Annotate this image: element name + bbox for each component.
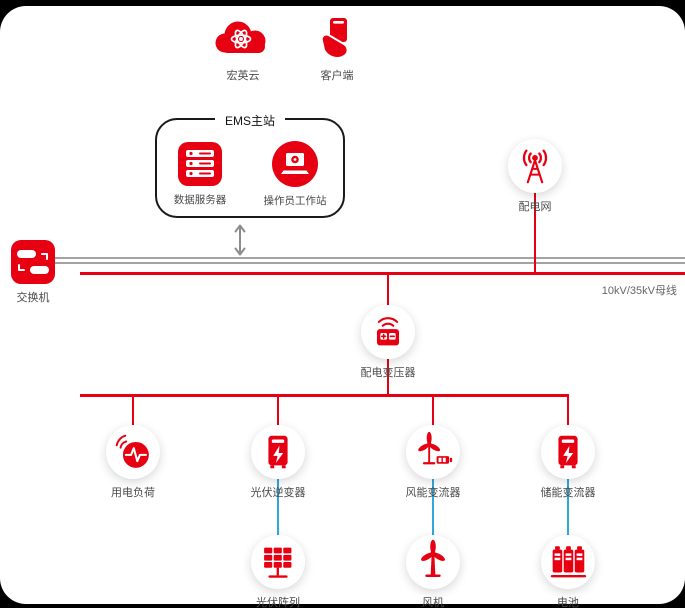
antenna-icon [522,149,548,184]
node-client: 客户端 [289,14,385,82]
hand-phone-icon [320,18,349,59]
node-wind-turbine: 风机 [385,535,481,608]
comm-bus-line-bottom [55,262,685,264]
battery-dc-line [567,478,569,536]
node-load: 用电负荷 [85,425,181,499]
node-wind-converter: 风能变流器 [385,425,481,499]
inverter-icon [268,435,288,469]
pulse-load-icon [115,434,149,468]
wind-converter-icon [418,431,453,466]
transformer-icon-circle [361,305,415,359]
wind-converter-branch-line [432,395,434,426]
lv-bus-line [80,394,569,397]
solar-panel-icon [264,547,292,578]
server-icon [178,142,222,186]
pv-dc-line [277,478,279,536]
storage-inverter-icon [558,435,578,469]
cloud-atom-icon [215,21,266,53]
node-pv-array: 光伏阵列 [230,535,326,608]
ems-box-title: EMS主站 [214,112,286,129]
battery-icon-circle [541,535,595,589]
diagram-background: 10kV/35kV母线 EMS主站 [0,6,685,608]
power-bus-line [80,272,685,275]
node-label: 风能变流器 [405,487,461,499]
sync-arrow-icon [233,223,247,262]
bus-label: 10kV/35kV母线 [601,285,677,297]
storage-converter-icon-circle [541,425,595,479]
node-switch: 交换机 [0,240,81,304]
pv-inverter-branch-line [277,395,279,426]
storage-converter-branch-line [567,395,569,426]
node-storage-converter: 储能变流器 [520,425,616,499]
node-label: 交换机 [16,292,50,304]
ems-station-box: EMS主站 [155,112,345,218]
node-battery: 电池 [520,535,616,608]
node-pv-inverter: 光伏逆变器 [230,425,326,499]
wind-turbine-icon-circle [406,535,460,589]
node-label: 光伏阵列 [256,597,300,608]
node-grid: 配电网 [487,139,583,213]
battery-icon [550,546,587,578]
node-cloud: 宏英云 [195,14,291,82]
node-label: 客户端 [320,70,354,82]
node-label: 风机 [422,597,444,608]
node-label: 光伏逆变器 [250,487,306,499]
workstation-icon [272,141,318,187]
comm-bus-line-top [55,257,685,259]
transformer-icon [376,317,400,346]
wind-converter-icon-circle [406,425,460,479]
node-data-server: 数据服务器 [152,142,248,206]
transformer-out-line [387,356,389,396]
grid-icon-circle [508,139,562,193]
load-branch-line [132,395,134,426]
node-transformer: 配电变压器 [340,305,436,379]
node-label: 储能变流器 [540,487,596,499]
node-label: 数据服务器 [173,194,227,206]
transformer-feed-line [387,274,389,308]
wind-dc-line [432,478,434,536]
node-label: 电池 [557,597,579,608]
node-label: 用电负荷 [111,487,155,499]
node-label: 宏英云 [226,70,260,82]
pv-array-icon-circle [251,535,305,589]
wind-turbine-icon [421,539,445,577]
pv-inverter-icon-circle [251,425,305,479]
load-icon-circle [106,425,160,479]
node-label: 配电网 [518,201,552,213]
node-label: 配电变压器 [360,367,416,379]
node-label: 操作员工作站 [263,195,327,207]
node-workstation: 操作员工作站 [247,141,343,207]
network-switch-icon [11,240,55,284]
grid-drop-line [534,192,536,275]
